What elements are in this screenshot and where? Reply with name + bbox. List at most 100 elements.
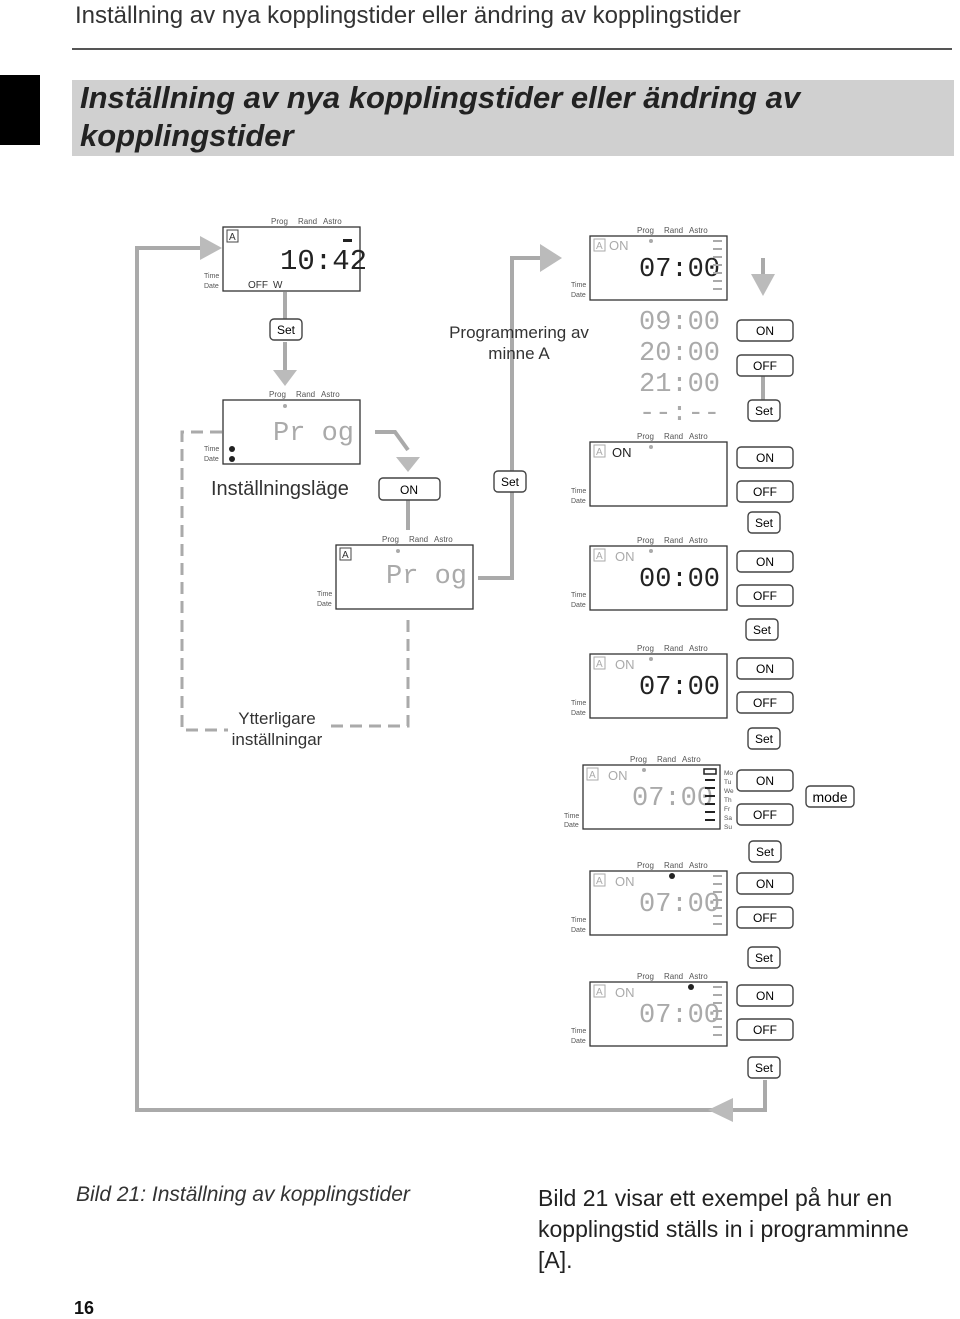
svg-text:Date: Date [571,498,586,505]
svg-text:Date: Date [571,1038,586,1045]
svg-text:Time: Time [204,446,219,453]
svg-text:Prog: Prog [637,226,654,235]
label-installningslage: Inställningsläge [211,478,349,500]
svg-text:Time: Time [571,700,586,707]
btn-set-4[interactable]: Set [747,727,781,750]
label-programmering-2: minne A [488,344,550,363]
svg-text:Rand: Rand [409,535,428,544]
svg-text:ON: ON [756,324,774,338]
svg-text:ON: ON [756,451,774,465]
display-7: Prog Rand Astro A ON 07:00 Time Date [571,644,728,719]
display-8-days: Prog Rand Astro A ON 07:00 Time Date [564,755,721,830]
svg-text:Prog: Prog [637,644,654,653]
btn-set-2[interactable]: Set [747,511,781,534]
svg-text:Rand: Rand [664,226,683,235]
flow-diagram: Prog Rand Astro A 10:42 OFF W Time Date … [135,217,855,1122]
svg-text:OFF: OFF [753,696,777,710]
svg-text:07:00: 07:00 [639,890,720,920]
svg-text:Astro: Astro [689,972,708,981]
time-list-0900: 09:00 [639,308,720,338]
btn-set-1[interactable]: Set [747,399,781,422]
svg-text:Set: Set [755,1061,774,1075]
btn-set-3[interactable]: Set [745,618,779,641]
svg-text:OFF: OFF [753,1023,777,1037]
svg-text:OFF: OFF [753,485,777,499]
set-button-1[interactable]: Set [269,318,303,341]
display-4: Prog Rand Astro A ON 07:00 Time Date [571,226,728,301]
arrow-down-on-right [751,274,775,296]
svg-text:ON: ON [756,662,774,676]
svg-text:Rand: Rand [664,644,683,653]
display-10: Prog Rand Astro A ON 07:00 Time Date [571,972,728,1047]
svg-text:Set: Set [277,323,296,337]
svg-text:Rand: Rand [664,972,683,981]
btn-off-1[interactable]: OFF [736,354,794,377]
svg-text:ON: ON [756,555,774,569]
btn-on-4[interactable]: ON [736,657,794,680]
btn-on-5[interactable]: ON [736,769,794,792]
btn-set-6[interactable]: Set [747,946,781,969]
svg-text:Fr: Fr [724,806,731,813]
svg-text:Prog: Prog [637,972,654,981]
svg-text:Astro: Astro [689,861,708,870]
svg-text:Prog: Prog [382,535,399,544]
svg-text:Time: Time [571,592,586,599]
btn-off-3[interactable]: OFF [736,584,794,607]
svg-text:A: A [596,241,603,252]
svg-text:ON: ON [615,549,635,564]
svg-text:Rand: Rand [664,432,683,441]
btn-set-5[interactable]: Set [748,840,782,863]
btn-off-4[interactable]: OFF [736,691,794,714]
btn-set-7[interactable]: Set [747,1056,781,1079]
chapter-tab [0,75,40,145]
svg-text:Time: Time [571,917,586,924]
btn-on-2[interactable]: ON [736,446,794,469]
svg-text:A: A [596,659,603,670]
svg-text:Time: Time [564,813,579,820]
svg-text:Pr og: Pr og [273,419,354,449]
display-1-standard: Prog Rand Astro A 10:42 OFF W Time Date [204,217,367,292]
svg-text:Prog: Prog [637,536,654,545]
svg-text:Date: Date [571,292,586,299]
page-header-title: Inställning av nya kopplingstider eller … [75,2,741,29]
btn-on-6[interactable]: ON [736,872,794,895]
svg-text:Th: Th [724,797,732,804]
svg-text:Pr og: Pr og [386,562,467,592]
svg-text:Time: Time [571,488,586,495]
svg-text:ON: ON [756,989,774,1003]
time-list-2100: 21:00 [639,370,720,400]
btn-on-1[interactable]: ON [736,319,794,342]
svg-text:Astro: Astro [323,217,342,226]
label-ytterligare-2: inställningar [232,730,323,749]
svg-text:A: A [589,770,596,781]
svg-text:Astro: Astro [682,755,701,764]
svg-text:ON: ON [756,774,774,788]
display-3-prog: Prog Rand Astro A Pr og Time Date [317,535,474,610]
arrow-return-bottom [708,1098,733,1122]
section-title: Inställning av nya kopplingstider eller … [80,80,801,153]
btn-on-7[interactable]: ON [736,984,794,1007]
arrow-into-display1 [200,236,222,260]
svg-text:Astro: Astro [689,644,708,653]
svg-text:07:00: 07:00 [639,673,720,703]
btn-off-6[interactable]: OFF [736,906,794,929]
btn-on-3[interactable]: ON [736,550,794,573]
svg-text:Sa: Sa [724,815,732,822]
svg-text:Prog: Prog [637,432,654,441]
btn-off-5[interactable]: OFF [736,803,794,826]
btn-off-7[interactable]: OFF [736,1018,794,1041]
set-button-2[interactable]: Set [493,470,527,493]
svg-text:ON: ON [609,238,629,253]
svg-text:W: W [273,280,283,291]
svg-text:Rand: Rand [298,217,317,226]
svg-text:Tu: Tu [724,779,732,786]
time-list-2000: 20:00 [639,339,720,369]
on-button-1[interactable]: ON [378,477,441,501]
btn-off-2[interactable]: OFF [736,480,794,503]
mode-button[interactable]: mode [805,785,855,808]
dashed-loop-right [325,620,410,728]
svg-text:OFF: OFF [248,280,268,291]
svg-text:A: A [596,987,603,998]
svg-text:Set: Set [755,516,774,530]
svg-text:OFF: OFF [753,808,777,822]
